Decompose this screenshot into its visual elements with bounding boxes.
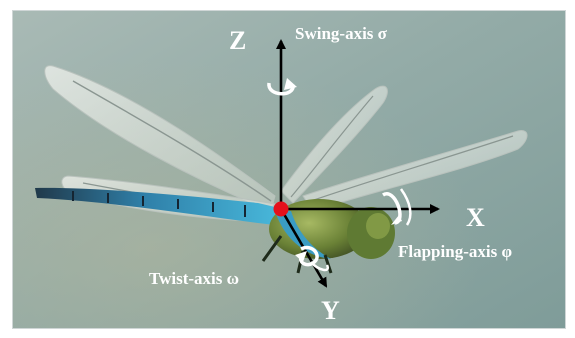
- origin-dot: [274, 202, 289, 217]
- dragonfly-axes-figure: Z Swing-axis σ X Flapping-axis φ Y Twist…: [13, 11, 565, 328]
- flapping-axis-label: Flapping-axis φ: [398, 242, 512, 261]
- x-axis-letter: X: [466, 203, 485, 232]
- y-axis-letter: Y: [321, 296, 340, 325]
- swing-axis-label: Swing-axis σ: [295, 24, 388, 43]
- photo-frame: Z Swing-axis σ X Flapping-axis φ Y Twist…: [12, 10, 566, 329]
- z-axis-letter: Z: [229, 26, 246, 55]
- twist-axis-label: Twist-axis ω: [149, 269, 239, 288]
